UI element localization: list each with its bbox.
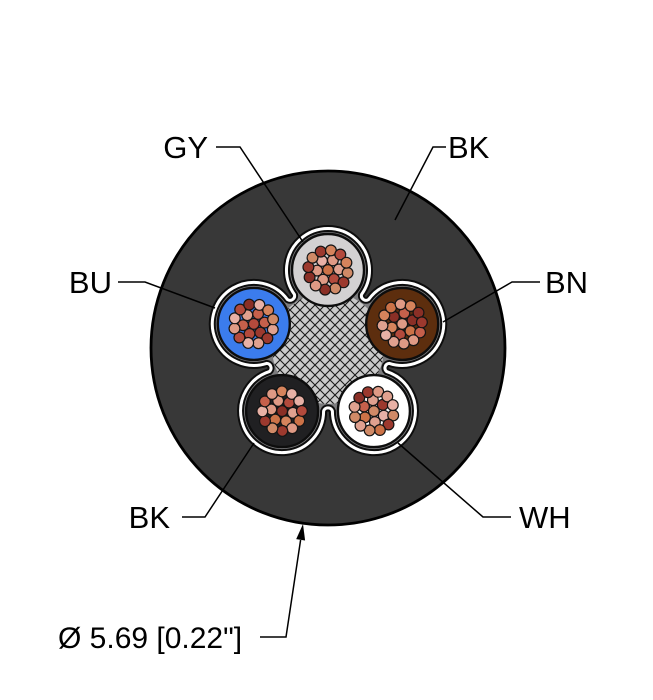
- conductor-gy: [290, 232, 366, 308]
- copper-strand: [252, 337, 265, 350]
- leader-wh: [397, 442, 511, 518]
- copper-strand: [293, 395, 306, 408]
- leader-bk-top: [394, 146, 446, 221]
- copper-strand: [354, 419, 367, 432]
- copper-strand: [275, 385, 288, 398]
- label-bn: BN: [545, 265, 588, 300]
- copper-strand: [303, 271, 316, 284]
- copper-strand: [228, 312, 241, 325]
- copper-strand: [266, 422, 279, 435]
- copper-strand: [234, 303, 247, 316]
- copper-strand: [261, 332, 274, 345]
- copper-strand: [386, 399, 399, 412]
- copper-strand: [387, 335, 400, 348]
- copper-strand: [314, 245, 327, 258]
- wrap-tape: [210, 227, 446, 454]
- label-gy: GY: [163, 130, 208, 165]
- copper-strand: [242, 336, 255, 349]
- copper-strand: [295, 404, 308, 417]
- copper-strand: [228, 322, 241, 335]
- center-filler-crosshatch: [272, 292, 384, 404]
- copper-strand: [285, 387, 298, 400]
- conductor-bk: [244, 373, 320, 449]
- conductors-layer: [216, 232, 440, 449]
- leader-gy: [216, 146, 304, 243]
- copper-strand: [256, 405, 269, 418]
- copper-strand: [309, 279, 322, 292]
- leader-dimension: [260, 539, 302, 638]
- copper-strand: [382, 418, 395, 431]
- leader-bn: [442, 281, 540, 323]
- copper-strand: [233, 331, 246, 344]
- copper-strand: [361, 386, 374, 399]
- copper-strand: [337, 276, 350, 289]
- copper-strand: [258, 395, 271, 408]
- copper-strand: [378, 309, 391, 322]
- copper-strand: [329, 282, 342, 295]
- copper-strand: [334, 248, 347, 261]
- copper-strand: [266, 388, 279, 401]
- diameter-dimension-label: Ø 5.69 [0.22"]: [58, 622, 242, 655]
- copper-strand: [340, 256, 353, 269]
- copper-strand: [373, 424, 386, 437]
- copper-strand: [286, 422, 299, 435]
- copper-strand: [253, 298, 266, 311]
- leader-bk-bottom: [182, 442, 255, 518]
- copper-strand: [262, 304, 275, 317]
- conductor-wh: [336, 373, 412, 449]
- copper-strand: [306, 251, 319, 264]
- copper-strand: [276, 424, 289, 437]
- copper-strand: [415, 316, 428, 329]
- copper-strand: [353, 391, 366, 404]
- label-bk-conductor: BK: [129, 500, 171, 535]
- copper-strand: [267, 313, 280, 326]
- label-bu: BU: [69, 265, 112, 300]
- label-bk-jacket: BK: [448, 130, 490, 165]
- copper-strand: [349, 411, 362, 424]
- copper-strand: [376, 319, 389, 332]
- copper-strand: [243, 298, 256, 311]
- leader-lines: [118, 146, 540, 638]
- copper-strand: [381, 390, 394, 403]
- copper-strand: [397, 337, 410, 350]
- dimension-arrowhead-icon: [296, 524, 306, 541]
- conductor-bn: [365, 286, 440, 362]
- copper-strand: [404, 300, 417, 313]
- copper-strand: [394, 298, 407, 311]
- leader-bu: [118, 281, 216, 309]
- copper-strand: [259, 415, 272, 428]
- conductor-bu: [216, 286, 292, 362]
- label-wh: WH: [519, 500, 571, 535]
